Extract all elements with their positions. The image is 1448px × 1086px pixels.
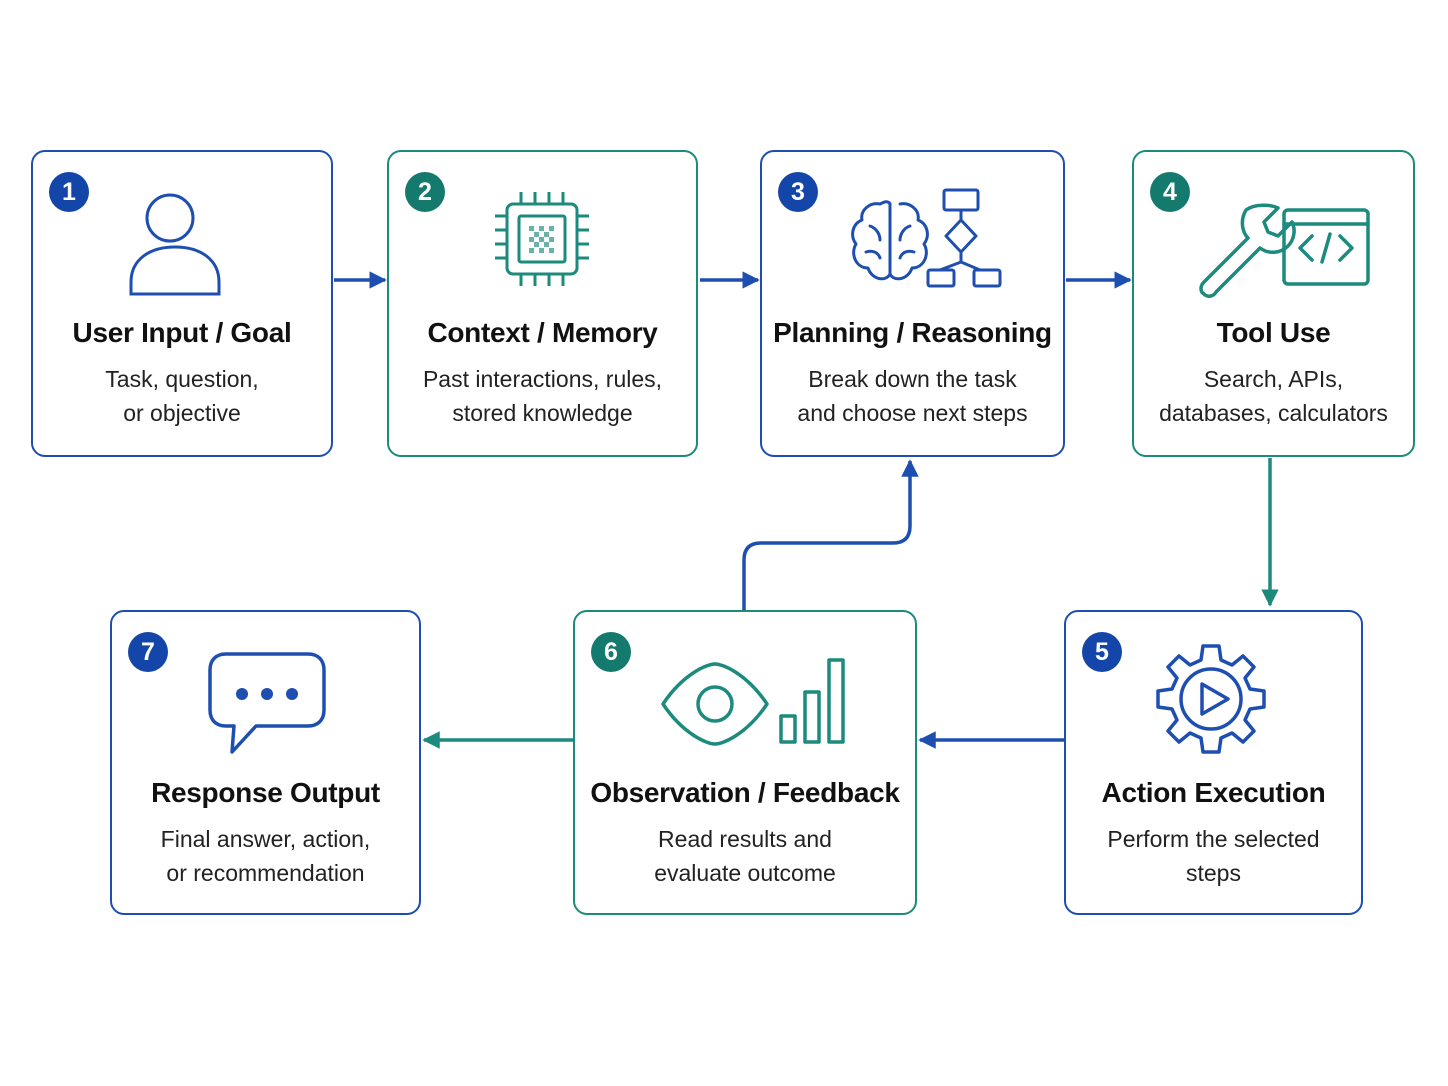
gear-play-icon [1066, 634, 1361, 764]
wrench-code-icon [1134, 174, 1413, 304]
step-title: Planning / Reasoning [773, 317, 1052, 348]
step-card-response-output: 7 Response Output Final answer, action,o… [110, 610, 421, 915]
step-description: Past interactions, rules,stored knowledg… [422, 366, 663, 426]
step-title: User Input / Goal [72, 317, 292, 348]
step-number-badge: 3 [778, 172, 818, 212]
user-icon [33, 174, 331, 304]
chat-bubble-icon [112, 634, 419, 764]
step-title: Observation / Feedback [590, 777, 900, 808]
step-number-badge: 7 [128, 632, 168, 672]
eye-chart-icon [575, 634, 915, 764]
step-card-context-memory: 2 Context / Mem [387, 150, 698, 457]
step-number-badge: 4 [1150, 172, 1190, 212]
step-card-observation-feedback: 6 Observation / Feedback Read results an… [573, 610, 917, 915]
brain-flowchart-icon [762, 174, 1063, 304]
arrow-6-to-3 [742, 459, 919, 610]
step-description: Task, question,or objective [105, 366, 259, 426]
step-card-planning-reasoning: 3 Planning / Reasoning [760, 150, 1065, 457]
step-title: Response Output [151, 777, 380, 808]
step-title: Tool Use [1216, 317, 1331, 348]
step-description: Search, APIs,databases, calculators [1159, 366, 1388, 426]
step-title: Context / Memory [427, 317, 658, 348]
step-description: Final answer, action,or recommendation [160, 826, 371, 886]
step-number-badge: 5 [1082, 632, 1122, 672]
chip-icon [389, 174, 696, 304]
step-card-user-input: 1 User Input / Goal Task, question,or ob… [31, 150, 333, 457]
step-number-badge: 6 [591, 632, 631, 672]
step-number-badge: 1 [49, 172, 89, 212]
step-card-tool-use: 4 Tool Use Search, APIs,databases, calcu… [1132, 150, 1415, 457]
step-title: Action Execution [1101, 777, 1326, 808]
step-number-badge: 2 [405, 172, 445, 212]
